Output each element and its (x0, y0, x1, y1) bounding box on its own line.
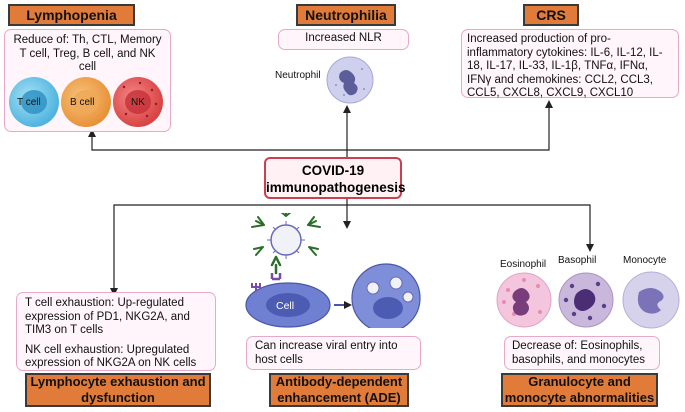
monocyte-icon (622, 271, 680, 329)
granulocyte-header: Granulocyte and monocyte abnormalities (501, 373, 658, 407)
neutrophilia-header: Neutrophilia (296, 4, 396, 26)
exhaustion-title-line2: dysfunction (81, 390, 155, 405)
exhaustion-title-line1: Lymphocyte exhaustion and (30, 374, 206, 389)
granulocyte-text: Decrease of: Eosinophils, basophils, and… (512, 340, 645, 366)
ade-title-line1: Antibody-dependent (275, 374, 403, 389)
neutrophilia-title: Neutrophilia (305, 7, 387, 23)
b-cell-label: B cell (70, 97, 95, 108)
eosinophil-icon (496, 272, 552, 328)
arrow-to-lymphopenia (88, 129, 264, 151)
monocyte-label: Monocyte (623, 255, 667, 266)
lymphopenia-text: Reduce of: Th, CTL, Memory T cell, Treg,… (13, 34, 162, 73)
crs-text: Increased production of pro-inflammatory… (467, 33, 663, 99)
granulocyte-box: Decrease of: Eosinophils, basophils, and… (504, 336, 660, 370)
lymphopenia-header: Lymphopenia (8, 4, 135, 26)
neutrophilia-text: Increased NLR (305, 32, 382, 44)
arrow-to-exhaustion (110, 204, 264, 296)
ade-illustration (245, 213, 421, 328)
lymphocyte-cells (9, 77, 163, 127)
granulocyte-title-line1: Granulocyte and (528, 374, 631, 389)
eosinophil-label: Eosinophil (500, 259, 547, 270)
granulocyte-title-line2: monocyte abnormalities (504, 390, 655, 405)
virus-antibody-complex-icon (251, 213, 321, 281)
exhaustion-box: T cell exhaustion: Up-regulated expressi… (16, 292, 216, 371)
crs-header: CRS (523, 4, 579, 26)
neutrophilia-box: Increased NLR (278, 29, 409, 50)
neutrophil-label: Neutrophil (275, 70, 321, 81)
center-title-line1: COVID-19 (301, 163, 365, 178)
granulocyte-cells (496, 271, 680, 329)
nk-cell-label: NK (131, 97, 145, 108)
crs-box: Increased production of pro-inflammatory… (461, 29, 679, 99)
lymphopenia-title: Lymphopenia (26, 7, 117, 23)
arrow-to-crs (402, 100, 553, 151)
ade-box: Can increase viral entry into host cells (246, 336, 421, 370)
ade-cell-label: Cell (276, 300, 295, 312)
infected-cell-icon (351, 263, 421, 328)
center-box: COVID-19 immunopathogenesis (264, 157, 406, 199)
ade-header: Antibody-dependent enhancement (ADE) (269, 373, 409, 407)
t-cell-exhaustion-text: T cell exhaustion: Up-regulated expressi… (25, 297, 190, 336)
center-title-line2: immunopathogenesis (266, 180, 406, 195)
exhaustion-header: Lymphocyte exhaustion and dysfunction (25, 373, 211, 407)
neutrophil-icon (326, 56, 374, 104)
arrow-to-granulocyte (402, 204, 594, 252)
ade-text: Can increase viral entry into host cells (255, 340, 398, 366)
basophil-icon (558, 272, 614, 328)
ade-title-line2: enhancement (ADE) (277, 390, 401, 405)
t-cell-label: T cell (17, 97, 41, 108)
basophil-label: Basophil (558, 255, 597, 266)
crs-title: CRS (536, 7, 566, 23)
nk-cell-exhaustion-text: NK cell exhaustion: Upregulated expressi… (25, 343, 197, 370)
